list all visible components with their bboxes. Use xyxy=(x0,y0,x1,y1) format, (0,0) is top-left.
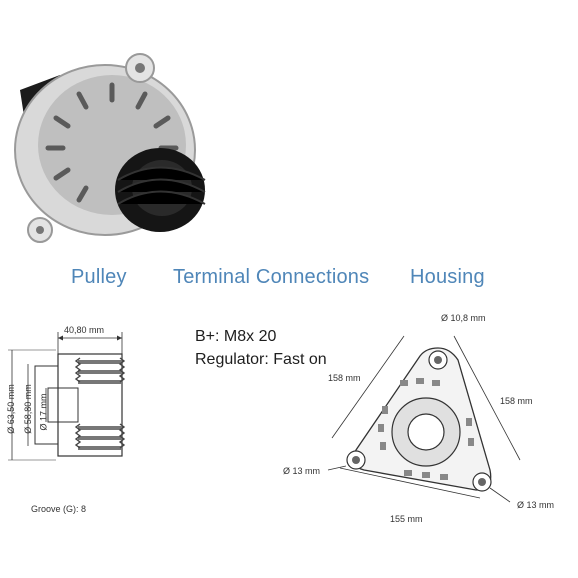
pulley-bore-label: Ø 17 mm xyxy=(38,393,49,431)
housing-left-side-label: 158 mm xyxy=(328,373,361,383)
pulley-outer-diameter-label: Ø 63,50 mm xyxy=(5,384,16,434)
b-plus-terminal: B+: M8x 20 xyxy=(195,328,277,345)
housing-bottom-side-label: 155 mm xyxy=(390,514,423,524)
alternator-photo xyxy=(14,53,206,243)
pulley-groove-label: Groove (G): 8 xyxy=(31,504,87,514)
terminal-connections-heading: Terminal Connections xyxy=(173,266,370,288)
housing-heading: Housing xyxy=(410,266,485,288)
housing-top-hole-label: Ø 10,8 mm xyxy=(441,313,486,323)
regulator-terminal: Regulator: Fast on xyxy=(195,351,327,368)
housing-left-hole-label: Ø 13 mm xyxy=(283,466,321,476)
pulley-width-label: 40,80 mm xyxy=(64,325,105,335)
pulley-inner-diameter-label: Ø 58,80 mm xyxy=(22,384,33,434)
pulley-drawing xyxy=(8,332,126,461)
housing-drawing xyxy=(327,335,521,503)
pulley-heading: Pulley xyxy=(71,266,127,288)
housing-right-hole-label: Ø 13 mm xyxy=(517,500,555,510)
housing-right-side-label: 158 mm xyxy=(500,396,533,406)
